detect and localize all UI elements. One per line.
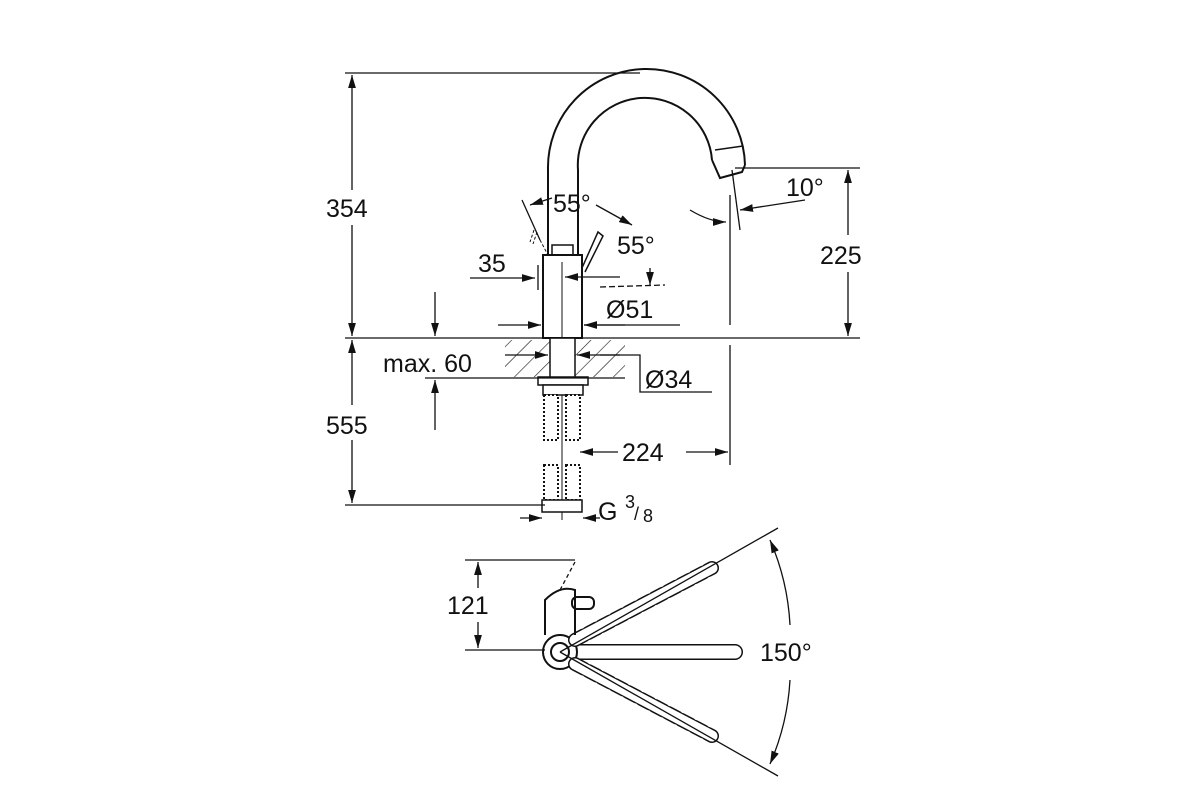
label-d51: Ø51 [606,296,653,324]
label-225: 225 [820,242,862,270]
faucet-side-view [505,68,746,520]
fraction-slash: / [634,504,639,524]
label-224: 224 [622,439,664,467]
label-55deg-left: 55° [553,190,591,218]
label-354: 354 [326,195,368,223]
label-555: 555 [326,412,368,440]
label-121: 121 [447,592,489,620]
label-g: G [598,498,617,526]
label-10deg: 10° [786,174,824,202]
label-35: 35 [478,250,506,278]
label-55deg-right: 55° [617,232,655,260]
label-d34: Ø34 [645,366,692,394]
label-g-num: 3 [625,492,635,512]
label-max60: max. 60 [383,350,472,378]
label-g-den: 8 [643,506,653,526]
faucet-top-view [465,527,791,777]
dimension-lines [345,72,860,522]
dimension-labels: 354 555 225 224 10° 55° 55° 35 Ø51 Ø34 m… [326,174,862,667]
label-150deg: 150° [760,639,812,667]
